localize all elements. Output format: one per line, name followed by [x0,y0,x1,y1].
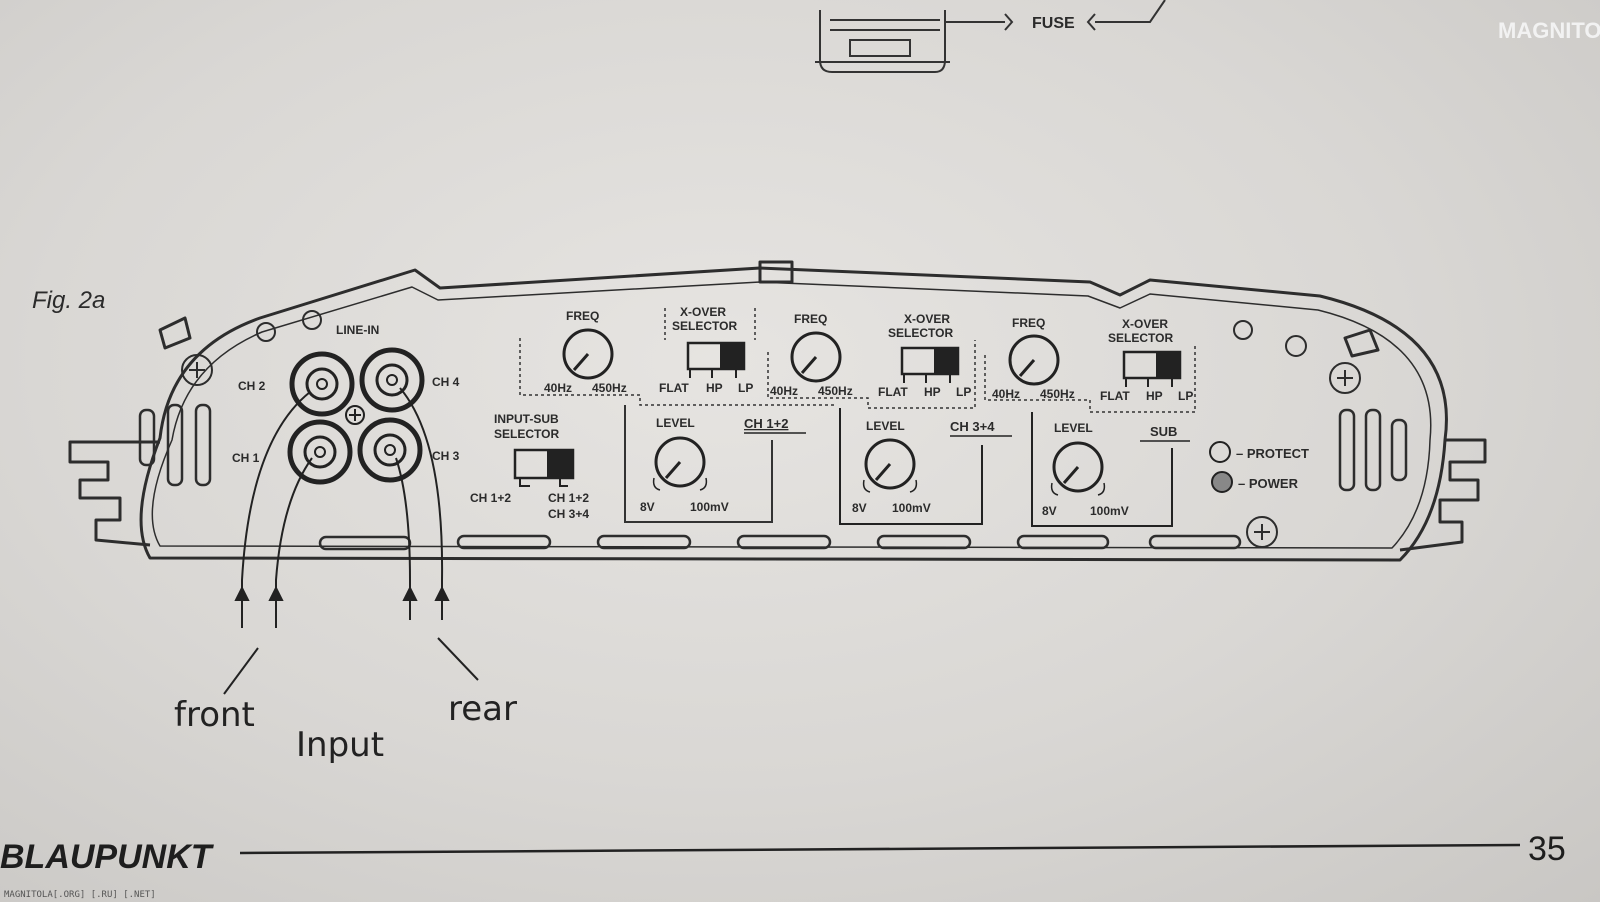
right-vents [1338,408,1408,492]
rca-jacks [287,347,425,485]
freq-max-1: 450Hz [592,381,627,395]
rca-jack-ch3[interactable] [357,417,423,483]
level-knob-2[interactable] [862,438,918,493]
figure-label: Fig. 2a [32,287,105,314]
input-sub-selector-title-1: INPUT-SUB [494,412,559,426]
power-led-icon [1211,471,1233,493]
xover-title-3b: SELECTOR [1108,331,1173,345]
mode-flat-3: FLAT [1100,389,1130,403]
rca-jack-ch4[interactable] [359,347,425,413]
watermark-logo: MAGNITOLA [1498,18,1600,43]
left-vents [138,403,212,487]
input-sub-option-right-2: CH 3+4 [548,507,589,521]
freq-max-2: 450Hz [818,384,853,398]
xover-title-1b: SELECTOR [672,319,737,333]
mode-lp-1: LP [738,381,753,395]
mode-flat-2: FLAT [878,385,908,399]
mode-hp-1: HP [706,381,723,395]
freq-label-2: FREQ [794,312,827,326]
page-number: 35 [1528,830,1566,868]
channel-label-2: CH 3+4 [950,419,995,434]
level-min-1: 8V [640,500,655,514]
section-ch34: FREQ 40Hz 450Hz X-OVER SELECTOR FLAT HP … [767,312,1012,525]
level-max-2: 100mV [892,501,931,515]
freq-label-1: FREQ [566,309,599,323]
battery-icon [815,10,950,73]
fuse-wire-right [1095,0,1166,23]
rear-annotation: rear [448,689,517,729]
watermark-footer: MAGNITOLA[.ORG] [.RU] [.NET] [4,890,156,900]
ch3-label: CH 3 [432,449,460,463]
level-label-1: LEVEL [656,416,695,430]
amplifier-body [68,260,1487,562]
fuse-label: FUSE [1032,15,1075,32]
ch2-label: CH 2 [238,379,266,393]
level-knob-1[interactable] [652,436,708,491]
mode-lp-3: LP [1178,389,1193,403]
input-arrows [223,387,479,695]
freq-min-2: 40Hz [770,384,798,398]
mode-hp-3: HP [1146,389,1163,403]
front-annotation: front [174,695,255,735]
input-sub-selector-switch[interactable] [513,448,575,487]
input-annotation: Input [296,725,384,765]
mode-flat-1: FLAT [659,381,689,395]
xover-title-3a: X-OVER [1122,317,1168,331]
level-min-2: 8V [852,501,867,515]
input-sub-option-left: CH 1+2 [470,491,511,505]
xover-switch-2[interactable] [900,346,960,383]
freq-label-3: FREQ [1012,316,1045,330]
ch4-label: CH 4 [432,375,460,389]
rca-jack-ch1[interactable] [287,419,353,485]
xover-title-2a: X-OVER [904,312,950,326]
channel-label-3: SUB [1150,424,1177,439]
indicators: – PROTECT – POWER [1209,441,1309,493]
ground-screw-icon [345,405,365,425]
level-max-1: 100mV [690,500,729,514]
protect-label: – PROTECT [1236,446,1309,461]
mode-hp-2: HP [924,385,941,399]
section-sub: FREQ 40Hz 450Hz X-OVER SELECTOR FLAT HP … [984,316,1196,527]
rca-jack-ch2[interactable] [289,351,355,417]
freq-min-1: 40Hz [544,381,572,395]
level-label-3: LEVEL [1054,421,1093,435]
ch1-label: CH 1 [232,451,260,465]
power-label: – POWER [1238,476,1299,491]
freq-knob-2[interactable] [790,331,842,383]
input-sub-selector-title-2: SELECTOR [494,427,559,441]
xover-title-2b: SELECTOR [888,326,953,340]
level-min-3: 8V [1042,504,1057,518]
level-max-3: 100mV [1090,504,1129,518]
level-knob-3[interactable] [1050,441,1106,496]
screw-icons [181,310,1361,548]
freq-knob-3[interactable] [1008,334,1060,386]
input-sub-option-right-1: CH 1+2 [548,491,589,505]
xover-switch-1[interactable] [686,341,746,378]
line-in-label: LINE-IN [336,323,379,337]
fuse-brackets [1004,13,1096,31]
level-label-2: LEVEL [866,419,905,433]
freq-min-3: 40Hz [992,387,1020,401]
freq-max-3: 450Hz [1040,387,1075,401]
mode-lp-2: LP [956,385,971,399]
footer-rule [239,843,1521,855]
brand-logo: BLAUPUNKT [0,838,215,876]
protect-led-icon [1209,441,1231,463]
section-ch12: FREQ 40Hz 450Hz X-OVER SELECTOR FLAT HP … [519,305,835,523]
xover-switch-3[interactable] [1122,350,1182,387]
freq-knob-1[interactable] [562,328,614,380]
channel-label-1: CH 1+2 [744,416,788,431]
xover-title-1a: X-OVER [680,305,726,319]
